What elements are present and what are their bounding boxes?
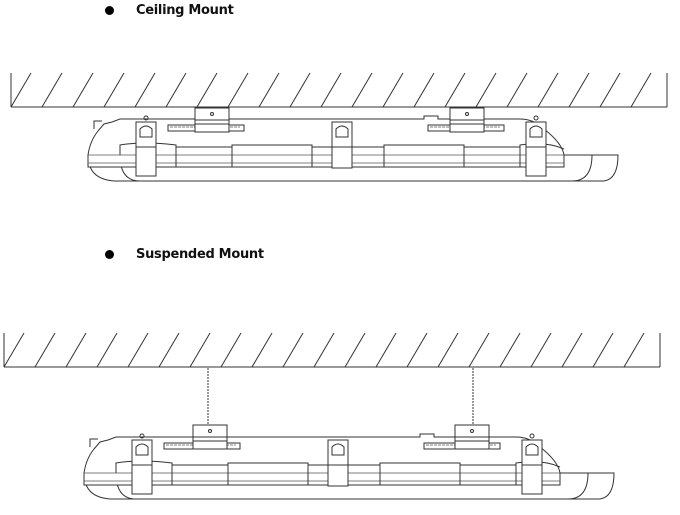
hatch-line bbox=[530, 332, 552, 368]
hatch-line bbox=[313, 332, 335, 368]
hatch-line bbox=[189, 332, 211, 368]
mounting-bracket bbox=[194, 107, 230, 133]
hatch-line bbox=[561, 332, 583, 368]
hatch-line bbox=[623, 332, 645, 368]
hatch-line bbox=[227, 72, 249, 108]
ceiling-surface bbox=[10, 72, 668, 108]
mounting-bracket bbox=[449, 107, 485, 133]
hatch-line bbox=[344, 332, 366, 368]
hatch-line bbox=[282, 332, 304, 368]
bullet-icon bbox=[105, 250, 114, 259]
bullet-icon bbox=[105, 6, 114, 15]
hatch-line bbox=[134, 72, 156, 108]
hatch-line bbox=[320, 72, 342, 108]
ceiling-mount-heading: Ceiling Mount bbox=[105, 3, 234, 18]
hatch-line bbox=[10, 72, 32, 108]
light-fixture bbox=[87, 115, 619, 182]
hatch-line bbox=[127, 332, 149, 368]
suspended-mount-title: Suspended Mount bbox=[136, 247, 264, 262]
ceiling-surface bbox=[3, 332, 661, 368]
hatch-line bbox=[537, 72, 559, 108]
hatch-line bbox=[258, 72, 280, 108]
hatch-line bbox=[220, 332, 242, 368]
ceiling-mount-figure bbox=[10, 72, 668, 182]
hatch-line bbox=[499, 332, 521, 368]
hatch-line bbox=[3, 332, 25, 368]
hatch-line bbox=[406, 332, 428, 368]
light-fixture bbox=[83, 433, 615, 500]
hatch-line bbox=[468, 332, 490, 368]
suspended-mount-heading: Suspended Mount bbox=[105, 247, 264, 262]
hatch-line bbox=[251, 332, 273, 368]
hatch-line bbox=[96, 332, 118, 368]
hatch-line bbox=[196, 72, 218, 108]
hatch-line bbox=[351, 72, 373, 108]
mounting-bracket bbox=[454, 424, 490, 450]
ceiling-mount-title: Ceiling Mount bbox=[136, 3, 234, 18]
suspended-mount-figure bbox=[3, 332, 661, 500]
hatch-line bbox=[72, 72, 94, 108]
hatch-line bbox=[437, 332, 459, 368]
hatch-line bbox=[413, 72, 435, 108]
suspension-chain bbox=[207, 368, 474, 431]
hatch-line bbox=[382, 72, 404, 108]
hatch-line bbox=[165, 72, 187, 108]
hatch-line bbox=[599, 72, 621, 108]
hatch-line bbox=[289, 72, 311, 108]
hatch-line bbox=[506, 72, 528, 108]
hatch-line bbox=[592, 332, 614, 368]
hatch-line bbox=[65, 332, 87, 368]
hatch-line bbox=[41, 72, 63, 108]
hatch-line bbox=[375, 332, 397, 368]
hatch-line bbox=[444, 72, 466, 108]
hatch-line bbox=[630, 72, 652, 108]
hatch-line bbox=[103, 72, 125, 108]
hatch-line bbox=[475, 72, 497, 108]
mounting-bracket bbox=[192, 424, 228, 450]
hatch-line bbox=[158, 332, 180, 368]
hatch-line bbox=[34, 332, 56, 368]
hatch-line bbox=[568, 72, 590, 108]
